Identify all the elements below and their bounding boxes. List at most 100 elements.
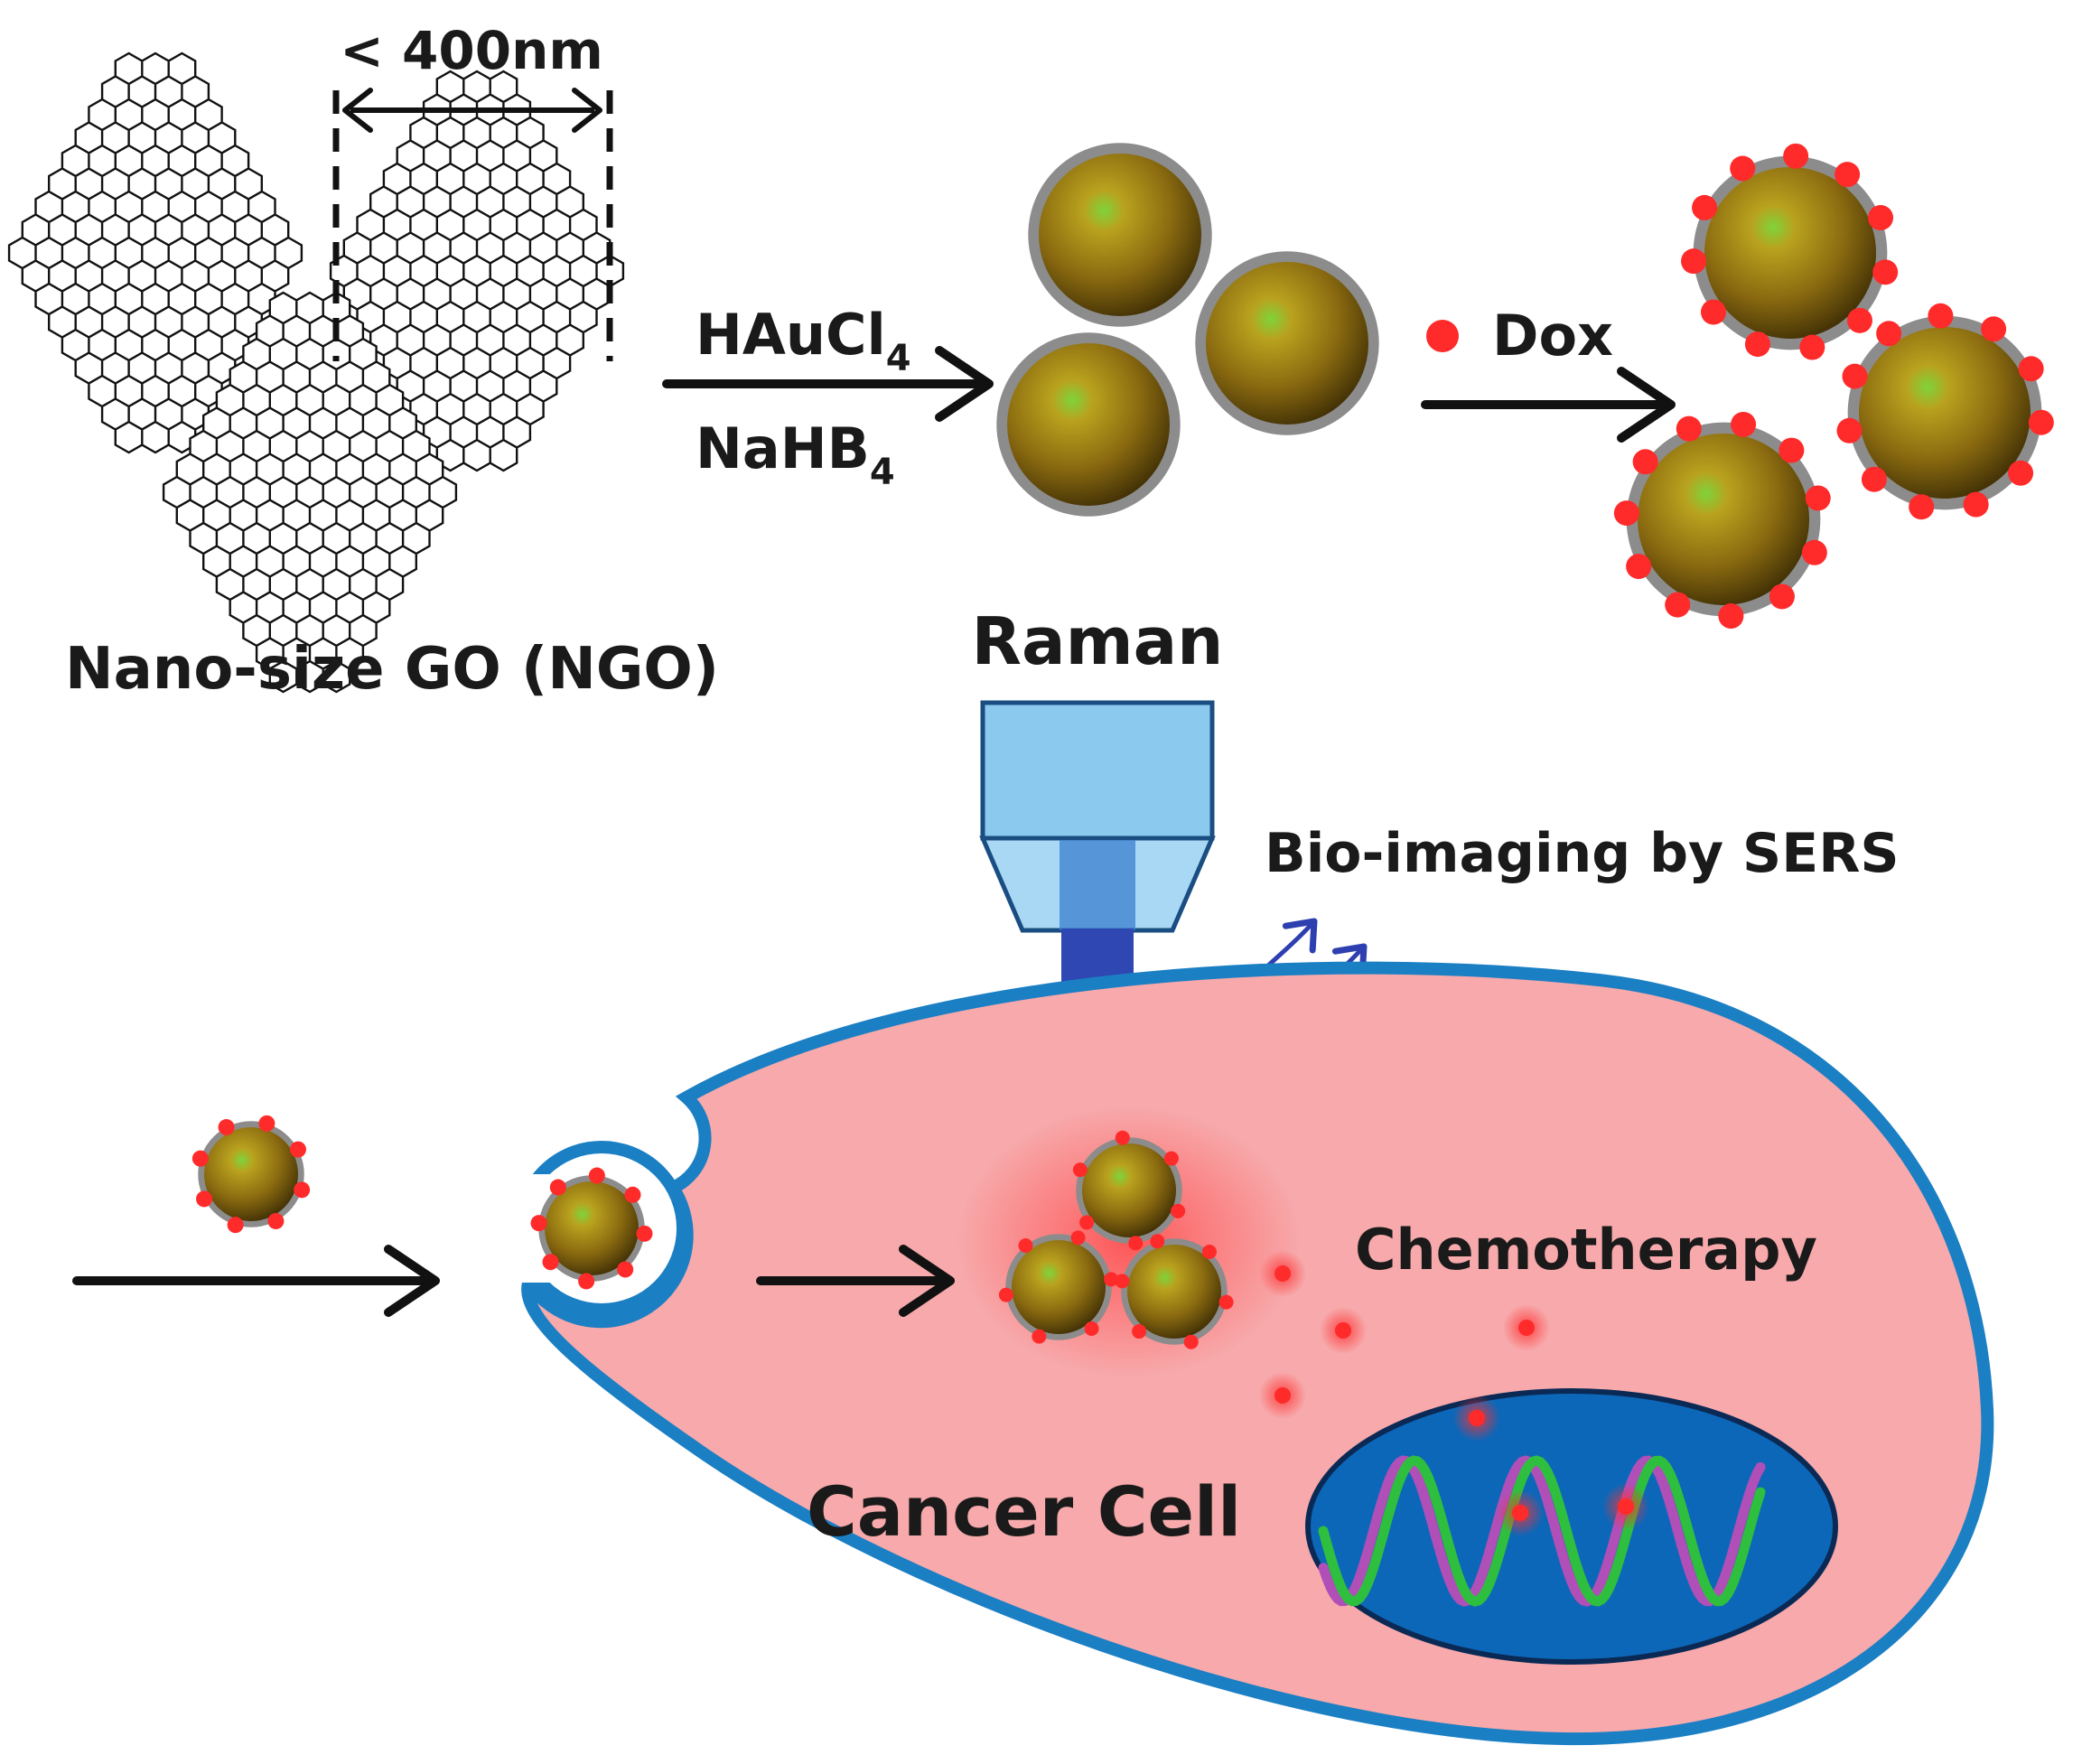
dox-particle-right xyxy=(1836,303,2054,520)
ngo-sheets xyxy=(7,51,625,694)
dna-strand-purple xyxy=(1318,1455,1766,1607)
released-dox-dot xyxy=(1518,1320,1535,1336)
dox-particle-top-dox-dot xyxy=(1783,143,1809,169)
reaction-arrow-2 xyxy=(1421,367,1676,443)
cancer-cell xyxy=(506,961,1994,1746)
dox-particle-bottom-core xyxy=(1638,434,1809,605)
dox-particle-bottom-dox-dot xyxy=(1731,411,1757,437)
cluster-particle-top-dox-dot xyxy=(1128,1236,1144,1251)
entering-particle xyxy=(530,1167,653,1290)
dox-particle-top-dox-dot xyxy=(1846,307,1872,333)
entering-particle-dox-dot xyxy=(578,1273,595,1290)
dox-particle-top-dox-dot xyxy=(1835,162,1861,188)
dox-particle-right-dox-dot xyxy=(2008,460,2034,486)
dox-particle-top-dox-dot xyxy=(1799,334,1825,360)
dox-particle-top-dox-dot xyxy=(1872,259,1899,285)
entering-particle-core xyxy=(545,1181,639,1275)
ngo-sheet-bottom xyxy=(162,291,458,694)
dox-particle-right-dox-dot xyxy=(1928,303,1954,329)
au-particle-top-core xyxy=(1039,154,1201,316)
released-dox-dot xyxy=(1469,1410,1485,1426)
cancer-cell-label: Cancer Cell xyxy=(807,1471,1241,1552)
dox-particle-top-dox-dot xyxy=(1730,155,1756,182)
incoming-particle-core xyxy=(204,1127,298,1221)
incoming-particle-dox-dot xyxy=(196,1190,213,1208)
dox-particle-bottom-dox-dot xyxy=(1779,437,1805,463)
dox-particle-right-dox-dot xyxy=(1861,466,1887,492)
entering-particle-dox-dot xyxy=(542,1254,559,1271)
dox-particle-right-dox-dot xyxy=(1836,417,1863,443)
dox-particle-top-dox-dot xyxy=(1692,194,1718,220)
incoming-particle-dox-dot xyxy=(191,1150,209,1167)
au-ngo-particles xyxy=(996,143,1379,517)
au-particle-bottom xyxy=(996,332,1181,517)
reagent-nahb4: NaHB4 xyxy=(696,415,895,493)
dox-particle-bottom-dox-dot xyxy=(1805,485,1831,511)
cluster-particle-left-dox-dot xyxy=(1032,1329,1047,1344)
dox-particle-right-dox-dot xyxy=(1842,363,1868,389)
cluster-particle-right-dox-dot xyxy=(1201,1244,1217,1259)
dox-particle-right-dox-dot xyxy=(2018,356,2044,382)
dox-particle-bottom-dox-dot xyxy=(1613,500,1639,527)
chemotherapy-label: Chemotherapy xyxy=(1355,1217,1817,1283)
dox-particle-top-dox-dot xyxy=(1700,299,1726,325)
dox-particle-bottom-dox-dot xyxy=(1801,539,1827,565)
dox-particle-top xyxy=(1681,143,1899,360)
dox-legend-dot xyxy=(1426,320,1459,352)
dox-label: Dox xyxy=(1492,303,1613,369)
dox-loaded-particles xyxy=(1613,143,2054,630)
reagent-nahb4-base: NaHB xyxy=(696,415,870,481)
reagent-hauchl4-base: HAuCl xyxy=(696,302,886,368)
cluster-particle-left-core xyxy=(1012,1240,1106,1334)
cluster-particle-right-dox-dot xyxy=(1150,1234,1165,1249)
dox-particle-bottom-dox-dot xyxy=(1769,583,1795,610)
cluster-particle-top-dox-dot xyxy=(1163,1151,1179,1166)
raman-objective xyxy=(979,700,1216,933)
ngo-sheet-bottom-lattice xyxy=(162,291,458,694)
released-dox-dot xyxy=(1335,1322,1351,1339)
cluster-particle-left-dox-dot xyxy=(1070,1230,1086,1246)
reaction-arrow-1 xyxy=(662,346,994,422)
entry-arrow xyxy=(72,1245,440,1317)
cluster-particle-right-core xyxy=(1127,1245,1221,1339)
dox-particle-right-dox-dot xyxy=(1981,316,2007,342)
cluster-particle-top-core xyxy=(1082,1143,1176,1237)
reagent-hauchl4-sub: 4 xyxy=(886,338,911,379)
au-particle-bottom-core xyxy=(1007,343,1170,506)
cluster-particle-left-dox-dot xyxy=(1084,1321,1099,1337)
cluster-particle-left xyxy=(998,1230,1119,1344)
entering-particle-dox-dot xyxy=(549,1179,566,1196)
ngo-sheet-right-lattice xyxy=(329,70,625,472)
cell-particles xyxy=(191,1115,1234,1349)
cluster-particle-right-dox-dot xyxy=(1183,1334,1199,1349)
cluster-particle-top-dox-dot xyxy=(1171,1203,1186,1218)
ngo-sheet-left xyxy=(7,51,303,454)
cell-membrane xyxy=(521,961,1994,1746)
cluster-particle-right-dox-dot xyxy=(1218,1294,1234,1310)
cluster-particle-right xyxy=(1115,1234,1234,1349)
reagent-hauchl4: HAuCl4 xyxy=(696,302,911,379)
au-particle-top xyxy=(1028,143,1212,327)
reagent-nahb4-sub: 4 xyxy=(870,452,895,493)
dna-strand-green xyxy=(1318,1455,1766,1607)
dna-strands xyxy=(1318,1455,1766,1607)
cluster-particle-right-dox-dot xyxy=(1132,1324,1147,1339)
released-dox-dot xyxy=(1274,1387,1291,1404)
entering-particle-dox-dot xyxy=(530,1215,547,1232)
size-label: < 400nm xyxy=(340,20,603,81)
internalization-arrow xyxy=(756,1245,955,1317)
entering-particle-dox-dot xyxy=(636,1225,653,1242)
bioimaging-label: Bio-imaging by SERS xyxy=(1265,822,1900,885)
dox-particle-right-dox-dot xyxy=(1876,321,1902,347)
dox-particle-top-dox-dot xyxy=(1681,248,1707,275)
dox-particle-bottom xyxy=(1613,411,1831,630)
cluster-particle-left-dox-dot xyxy=(998,1287,1013,1302)
incoming-particle-dox-dot xyxy=(218,1119,235,1136)
au-particle-right-core xyxy=(1206,262,1368,425)
cluster-particle-right-dox-dot xyxy=(1115,1274,1130,1289)
raman-label: Raman xyxy=(972,603,1224,679)
incoming-particle xyxy=(191,1115,311,1234)
dox-particle-bottom-dox-dot xyxy=(1632,449,1658,475)
size-bracket xyxy=(332,88,613,361)
